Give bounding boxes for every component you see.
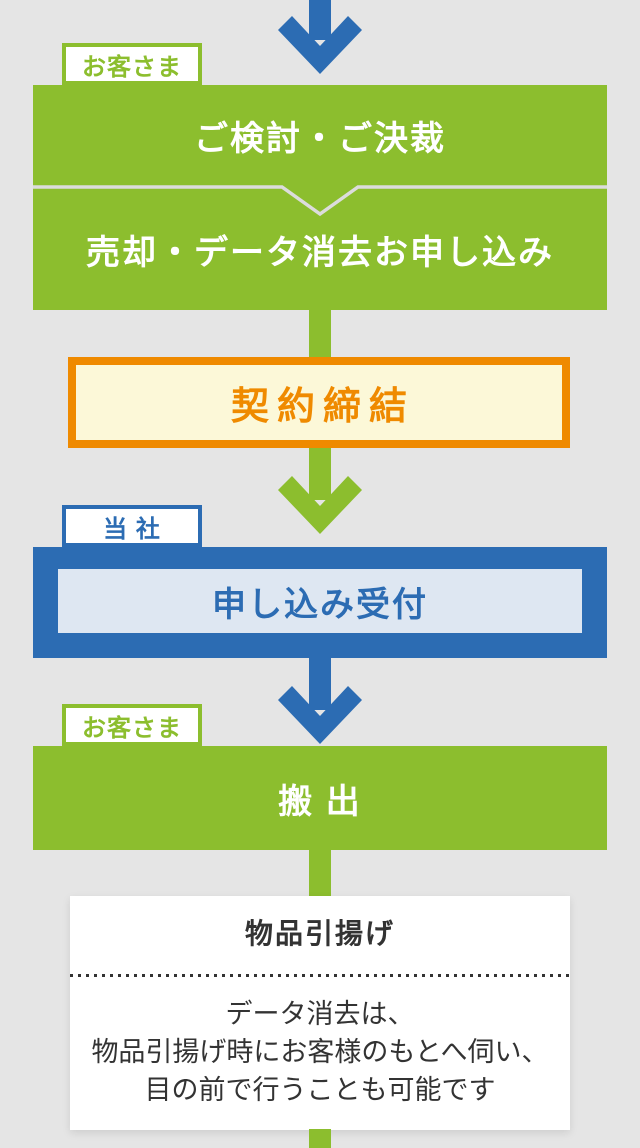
connector-line: [309, 850, 331, 896]
step-reception-label: 申し込み受付: [212, 585, 428, 624]
down-arrow-icon: [276, 448, 364, 536]
step-carryout-label: 搬 出: [278, 782, 362, 821]
pickup-title: 物品引揚げ: [244, 918, 395, 949]
actor-label-customer: お客さま: [62, 43, 202, 85]
chevron-divider: [33, 185, 607, 217]
pickup-note-line: データ消去は、: [225, 999, 415, 1029]
step-box-consider-apply: ご検討・ご決裁 売却・データ消去お申し込み: [33, 85, 607, 310]
step-box-carryout: 搬 出: [33, 746, 607, 850]
connector-line: [309, 310, 331, 357]
dotted-divider: [70, 974, 570, 977]
step-box-reception: 申し込み受付: [33, 547, 607, 658]
step-consider-label: ご検討・ご決裁: [194, 119, 446, 158]
actor-label-customer: お客さま: [62, 704, 202, 746]
pickup-note-text: データ消去は、 物品引揚げ時にお客様のもとへ伺い、 目の前で行うことも可能です: [70, 995, 570, 1109]
step-contract-label: 契約締結: [230, 386, 415, 428]
step-apply-label: 売却・データ消去お申し込み: [86, 233, 554, 272]
step-consider: ご検討・ご決裁: [33, 85, 607, 185]
pickup-note-line: 目の前で行うことも可能です: [144, 1075, 496, 1105]
down-arrow-icon: [276, 658, 364, 746]
down-arrow-icon: [276, 0, 364, 76]
step-apply: 売却・データ消去お申し込み: [33, 188, 607, 310]
pickup-note-line: 物品引揚げ時にお客様のもとへ伺い、: [91, 1037, 549, 1067]
connector-line: [309, 1129, 331, 1148]
actor-label-company: 当 社: [62, 505, 202, 547]
reception-inner-panel: 申し込み受付: [58, 569, 582, 633]
pickup-note-card: 物品引揚げ データ消去は、 物品引揚げ時にお客様のもとへ伺い、 目の前で行うこと…: [70, 896, 570, 1130]
step-box-contract: 契約締結: [68, 357, 570, 448]
